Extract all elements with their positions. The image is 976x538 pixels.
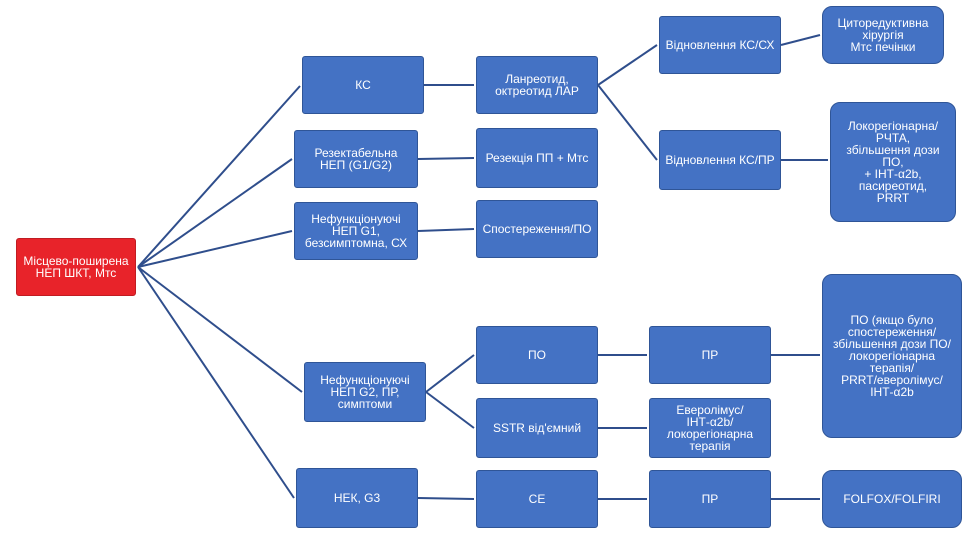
node-rezektabelna: Резектабельна НЕП (G1/G2) <box>294 130 418 188</box>
node-root-local-advanced-nep: Місцево-поширена НЕП ШКТ, Мтс <box>16 238 136 296</box>
edge-root-rezektabelna <box>137 158 293 268</box>
node-nefunk-g1: Нефункціонуючі НЕП G1, безсимптомна, СХ <box>294 202 418 260</box>
edge-root-ks <box>137 85 301 268</box>
node-vidnovlennya-ks-pr: Відновлення КС/ПР <box>659 130 781 190</box>
node-vidnovlennya-ks-sx: Відновлення КС/СХ <box>659 16 781 74</box>
edge-ks-sx-tsyto <box>780 34 821 46</box>
node-lokoregionarna-rchta: Локорегіонарна/РЧТА, збільшення дози ПО,… <box>830 102 956 222</box>
node-pr-after-se: ПР <box>649 470 771 528</box>
node-po-yakshcho: ПО (якщо було спостереження/ збільшення … <box>822 274 962 438</box>
node-nefunk-g2: Нефункціонуючі НЕП G2, ПР, симптоми <box>304 362 426 422</box>
node-po: ПО <box>476 326 598 384</box>
edge-g1-sposterezhennya <box>417 228 475 232</box>
edge-root-nek <box>137 266 295 499</box>
node-sstr-negative: SSTR від'ємний <box>476 398 598 458</box>
node-folfox-folfiri: FOLFOX/FOLFIRI <box>822 470 962 528</box>
node-everolimus: Еверолімус/ ІНТ-α2b/ локорегіонарна тера… <box>649 398 771 458</box>
node-sposterezhennya: Спостереження/ПО <box>476 200 598 258</box>
edge-rezekt-rezektsiya <box>417 157 475 160</box>
edge-lanreotyd-ks-pr <box>597 84 658 161</box>
edge-root-nefunk-g2 <box>137 266 303 393</box>
node-rezektsiya: Резекція ПП + Мтс <box>476 128 598 188</box>
node-tsytoreduktyvna: Циторедуктивна хірургія Мтс печінки <box>822 6 944 64</box>
edge-nek-se <box>417 497 475 500</box>
edge-g2-sstr <box>425 391 475 429</box>
edge-lanreotyd-ks-sx <box>597 44 658 86</box>
edge-root-nefunk-g1 <box>137 230 293 268</box>
node-nek-g3: НЕК, G3 <box>296 468 418 528</box>
node-ks: КС <box>302 56 424 114</box>
node-se: СЕ <box>476 470 598 528</box>
node-lanreotyd: Ланреотид, октреотид ЛАР <box>476 56 598 114</box>
edge-g2-po <box>425 354 475 393</box>
node-pr-after-po: ПР <box>649 326 771 384</box>
